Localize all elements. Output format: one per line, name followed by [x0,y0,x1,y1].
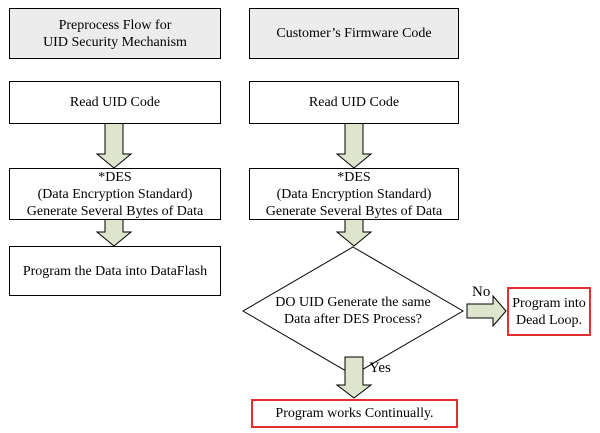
dead-loop-line-2: Dead Loop. [515,312,583,328]
right-des-line-1: *DES [337,169,371,185]
down-arrow-left-2 [95,218,133,247]
dead-loop-box: Program into Dead Loop. [507,287,591,336]
down-arrow-right-1 [335,122,373,169]
left-header-line-1: Preprocess Flow for [58,17,172,33]
left-header-line-2: UID Security Mechanism [43,34,187,50]
decision-line-1: DO UID Generate the same [275,295,431,310]
left-des-line-3: Generate Several Bytes of Data [26,203,204,219]
right-header-text: Customer’s Firmware Code [276,26,432,41]
down-arrow-right-2 [335,218,373,247]
right-des-line-2: (Data Encryption Standard) [276,186,432,202]
right-des-line-3: Generate Several Bytes of Data [265,203,443,219]
yes-label: Yes [369,360,391,376]
dead-loop-line-1: Program into [512,295,586,311]
left-des-line-2: (Data Encryption Standard) [37,186,193,202]
down-arrow-yes [335,356,373,399]
left-program-dataflash-text: Program the Data into DataFlash [22,263,208,279]
right-read-uid-box: Read UID Code [249,81,459,124]
right-read-uid-text: Read UID Code [308,95,400,110]
no-label: No [472,284,491,300]
left-header-box: Preprocess Flow for UID Security Mechani… [9,8,221,59]
left-program-dataflash-box: Program the Data into DataFlash [9,246,221,296]
right-arrow-no [466,294,507,328]
works-continually-box: Program works Continually. [251,399,458,428]
left-read-uid-text: Read UID Code [69,95,161,110]
works-continually-text: Program works Continually. [275,406,434,421]
decision-text: DO UID Generate the same Data after DES … [268,294,438,328]
left-des-box: *DES (Data Encryption Standard) Generate… [9,168,221,220]
left-read-uid-box: Read UID Code [9,81,221,124]
right-header-box: Customer’s Firmware Code [249,8,459,59]
left-des-line-1: *DES [98,169,132,185]
down-arrow-left-1 [95,122,133,169]
decision-line-2: Data after DES Process? [283,312,422,327]
right-des-box: *DES (Data Encryption Standard) Generate… [249,168,459,220]
